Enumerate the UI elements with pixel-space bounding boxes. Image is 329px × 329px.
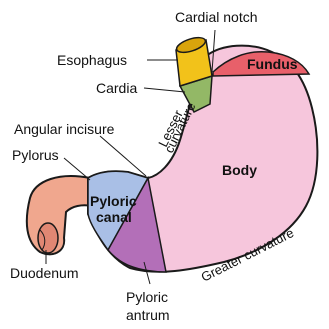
label-pyloric-antrum-line2: antrum: [126, 307, 170, 323]
label-body: Body: [222, 162, 257, 178]
label-cardia: Cardia: [96, 80, 137, 96]
label-fundus: Fundus: [247, 56, 298, 72]
label-esophagus: Esophagus: [57, 52, 127, 68]
duodenum-region: [27, 176, 92, 254]
label-pyloric-canal-line2: canal: [96, 209, 132, 225]
label-pyloric-canal-line1: Pyloric: [90, 193, 137, 209]
leader-angular-incisure: [100, 136, 146, 176]
label-angular-incisure: Angular incisure: [14, 121, 115, 137]
label-duodenum: Duodenum: [10, 265, 79, 281]
leader-cardia: [144, 88, 185, 92]
label-pyloric-antrum-line1: Pyloric: [126, 289, 168, 305]
label-pylorus: Pylorus: [12, 147, 59, 163]
label-cardial-notch: Cardial notch: [175, 9, 258, 25]
duodenum-opening: [38, 223, 58, 253]
